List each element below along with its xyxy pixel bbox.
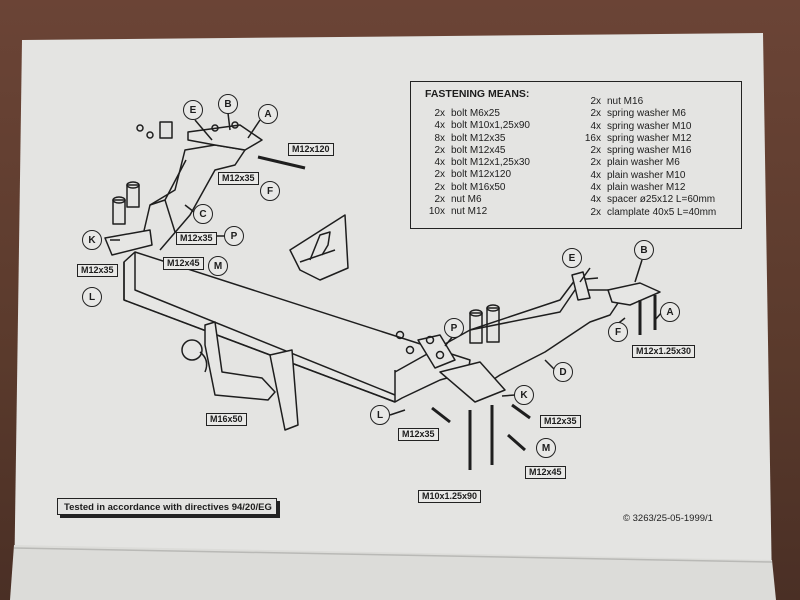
callout-f-left: F [260, 181, 280, 201]
callout-m-right: M [536, 438, 556, 458]
label-m12x35-right: M12x35 [540, 415, 581, 428]
towbar-drawing [104, 112, 663, 470]
label-m10x1-25x90: M10x1.25x90 [418, 490, 482, 503]
test-directive-note: Tested in accordance with directives 94/… [57, 498, 277, 515]
callout-e-right: E [562, 248, 582, 268]
callout-k-right: K [514, 385, 534, 405]
label-m12x35-top: M12x35 [218, 172, 259, 185]
label-m12x45-left: M12x45 [163, 257, 204, 270]
callout-f-right: F [608, 322, 628, 342]
callout-m-left: M [208, 256, 228, 276]
label-m12x35-mid: M12x35 [176, 232, 217, 245]
copyright-text: © 3263/25-05-1999/1 [623, 513, 713, 524]
label-m12x35-bottom: M12x35 [398, 428, 439, 441]
callout-p-right: P [444, 318, 464, 338]
callout-k-left: K [82, 230, 102, 250]
fastening-title: FASTENING MEANS: [425, 88, 530, 100]
label-m12x35-left: M12x35 [77, 264, 118, 277]
label-m12x1-25x30: M12x1.25x30 [632, 345, 696, 358]
callout-a-left: A [258, 104, 278, 124]
callout-e-left: E [183, 100, 203, 120]
callout-l-right: L [370, 405, 390, 425]
callout-b-left: B [218, 94, 238, 114]
callout-a-right: A [660, 302, 680, 322]
label-m12x45-right: M12x45 [525, 466, 566, 479]
callout-b-right: B [634, 240, 654, 260]
label-m16x50: M16x50 [206, 413, 247, 426]
callout-c: C [193, 204, 213, 224]
label-m12x120: M12x120 [288, 143, 334, 156]
callout-p-left: P [224, 226, 244, 246]
callout-d: D [553, 362, 573, 382]
callout-l-left: L [82, 287, 102, 307]
